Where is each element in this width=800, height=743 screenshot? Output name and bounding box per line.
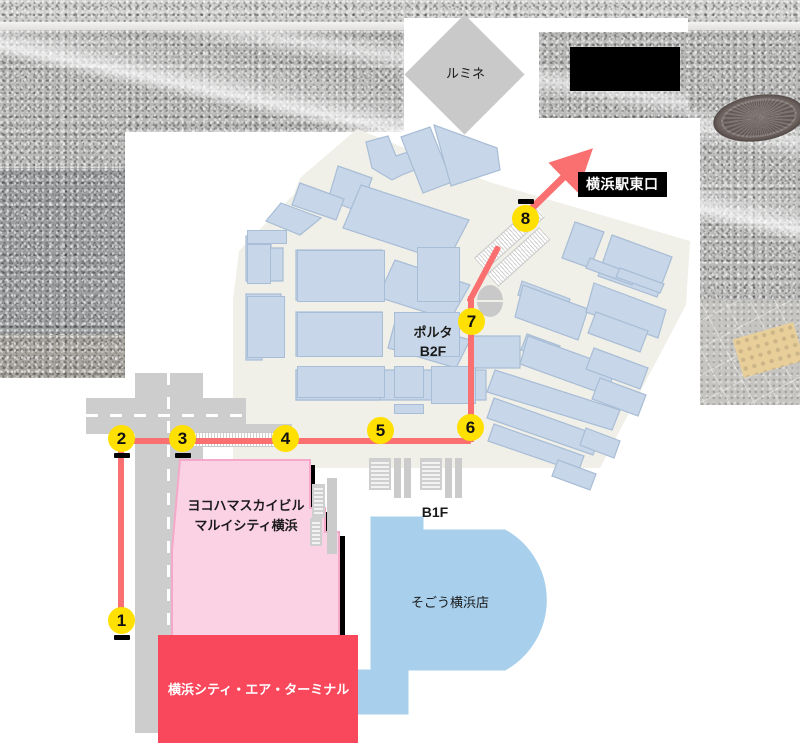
walkway-plate [190, 424, 292, 432]
building-block [297, 366, 385, 398]
building-block [297, 250, 385, 302]
route-marker-4-label: 4 [280, 429, 291, 448]
route-marker-7[interactable]: 7 [458, 308, 485, 335]
terminal-label-line1: 横浜シティ・エア・ターミナル [168, 682, 350, 697]
route-marker-3-tail [174, 453, 191, 458]
escalator-symbol-b1f-left [369, 458, 391, 490]
lumine-label: ルミネ [446, 66, 486, 81]
route-marker-4[interactable]: 4 [272, 425, 299, 452]
photo-mask-left-column [0, 378, 128, 743]
photo-mask-right-column [688, 418, 800, 743]
route-marker-6-label: 6 [465, 418, 476, 437]
building-block [247, 296, 285, 358]
b1f-label: B1F [421, 504, 449, 520]
stair-symbol-sky-building [312, 484, 325, 518]
route-marker-1-label: 1 [116, 611, 127, 630]
route-marker-3-label: 3 [177, 429, 188, 448]
route-marker-5-label: 5 [375, 421, 386, 440]
building-block [417, 247, 460, 302]
photo-background-asphalt-right [688, 30, 800, 340]
sky-building-label-line2: マルイシティ横浜 [194, 518, 298, 533]
photo-curb-line [0, 22, 800, 31]
route-marker-1-tail [113, 635, 130, 640]
terminal-label-box: 横浜シティ・エア・ターミナル 1F [158, 635, 358, 743]
route-marker-6[interactable]: 6 [457, 414, 484, 441]
terminal-label-line2: 1F [168, 739, 348, 743]
building-block [394, 366, 424, 398]
escalator-rail-right-b [455, 458, 462, 498]
road-center-dash-vertical [167, 373, 170, 733]
stair-rail [327, 478, 337, 554]
route-marker-3[interactable]: 3 [169, 425, 196, 458]
escalator-rail-left-a [394, 458, 401, 498]
sogo-label: そごう横浜店 [410, 595, 489, 610]
redacted-block [570, 47, 680, 91]
photo-mask-right-panel [538, 18, 688, 32]
route-marker-2[interactable]: 2 [108, 425, 135, 458]
route-marker-8-tail [517, 199, 534, 204]
sky-building-label-line1: ヨコハマスカイビル [187, 498, 305, 513]
route-segment-6-7 [468, 296, 474, 442]
escalator-rail-right-a [445, 458, 452, 498]
route-marker-1[interactable]: 1 [108, 607, 135, 640]
building-block [297, 312, 383, 357]
porta-floor-label: B2F [419, 343, 447, 359]
building-block [394, 404, 424, 414]
route-marker-8[interactable]: 8 [512, 199, 539, 232]
route-segment-1-2 [118, 440, 124, 624]
route-marker-8-label: 8 [520, 209, 531, 228]
building-block [247, 230, 287, 244]
route-marker-7-label: 7 [466, 312, 477, 331]
escalator-rail-left-b [404, 458, 411, 498]
building-block [394, 312, 460, 357]
route-marker-2-tail [113, 453, 130, 458]
stair-symbol-sky-building-2 [310, 518, 322, 546]
escalator-symbol-b1f-right [420, 458, 442, 490]
building-block [247, 244, 271, 284]
route-marker-5[interactable]: 5 [367, 417, 394, 444]
station-exit-label: 横浜駅東口 [578, 172, 667, 197]
road-center-dash-horizontal [86, 414, 246, 417]
porta-name-label: ポルタ [413, 325, 453, 340]
route-marker-2-label: 2 [116, 429, 127, 448]
